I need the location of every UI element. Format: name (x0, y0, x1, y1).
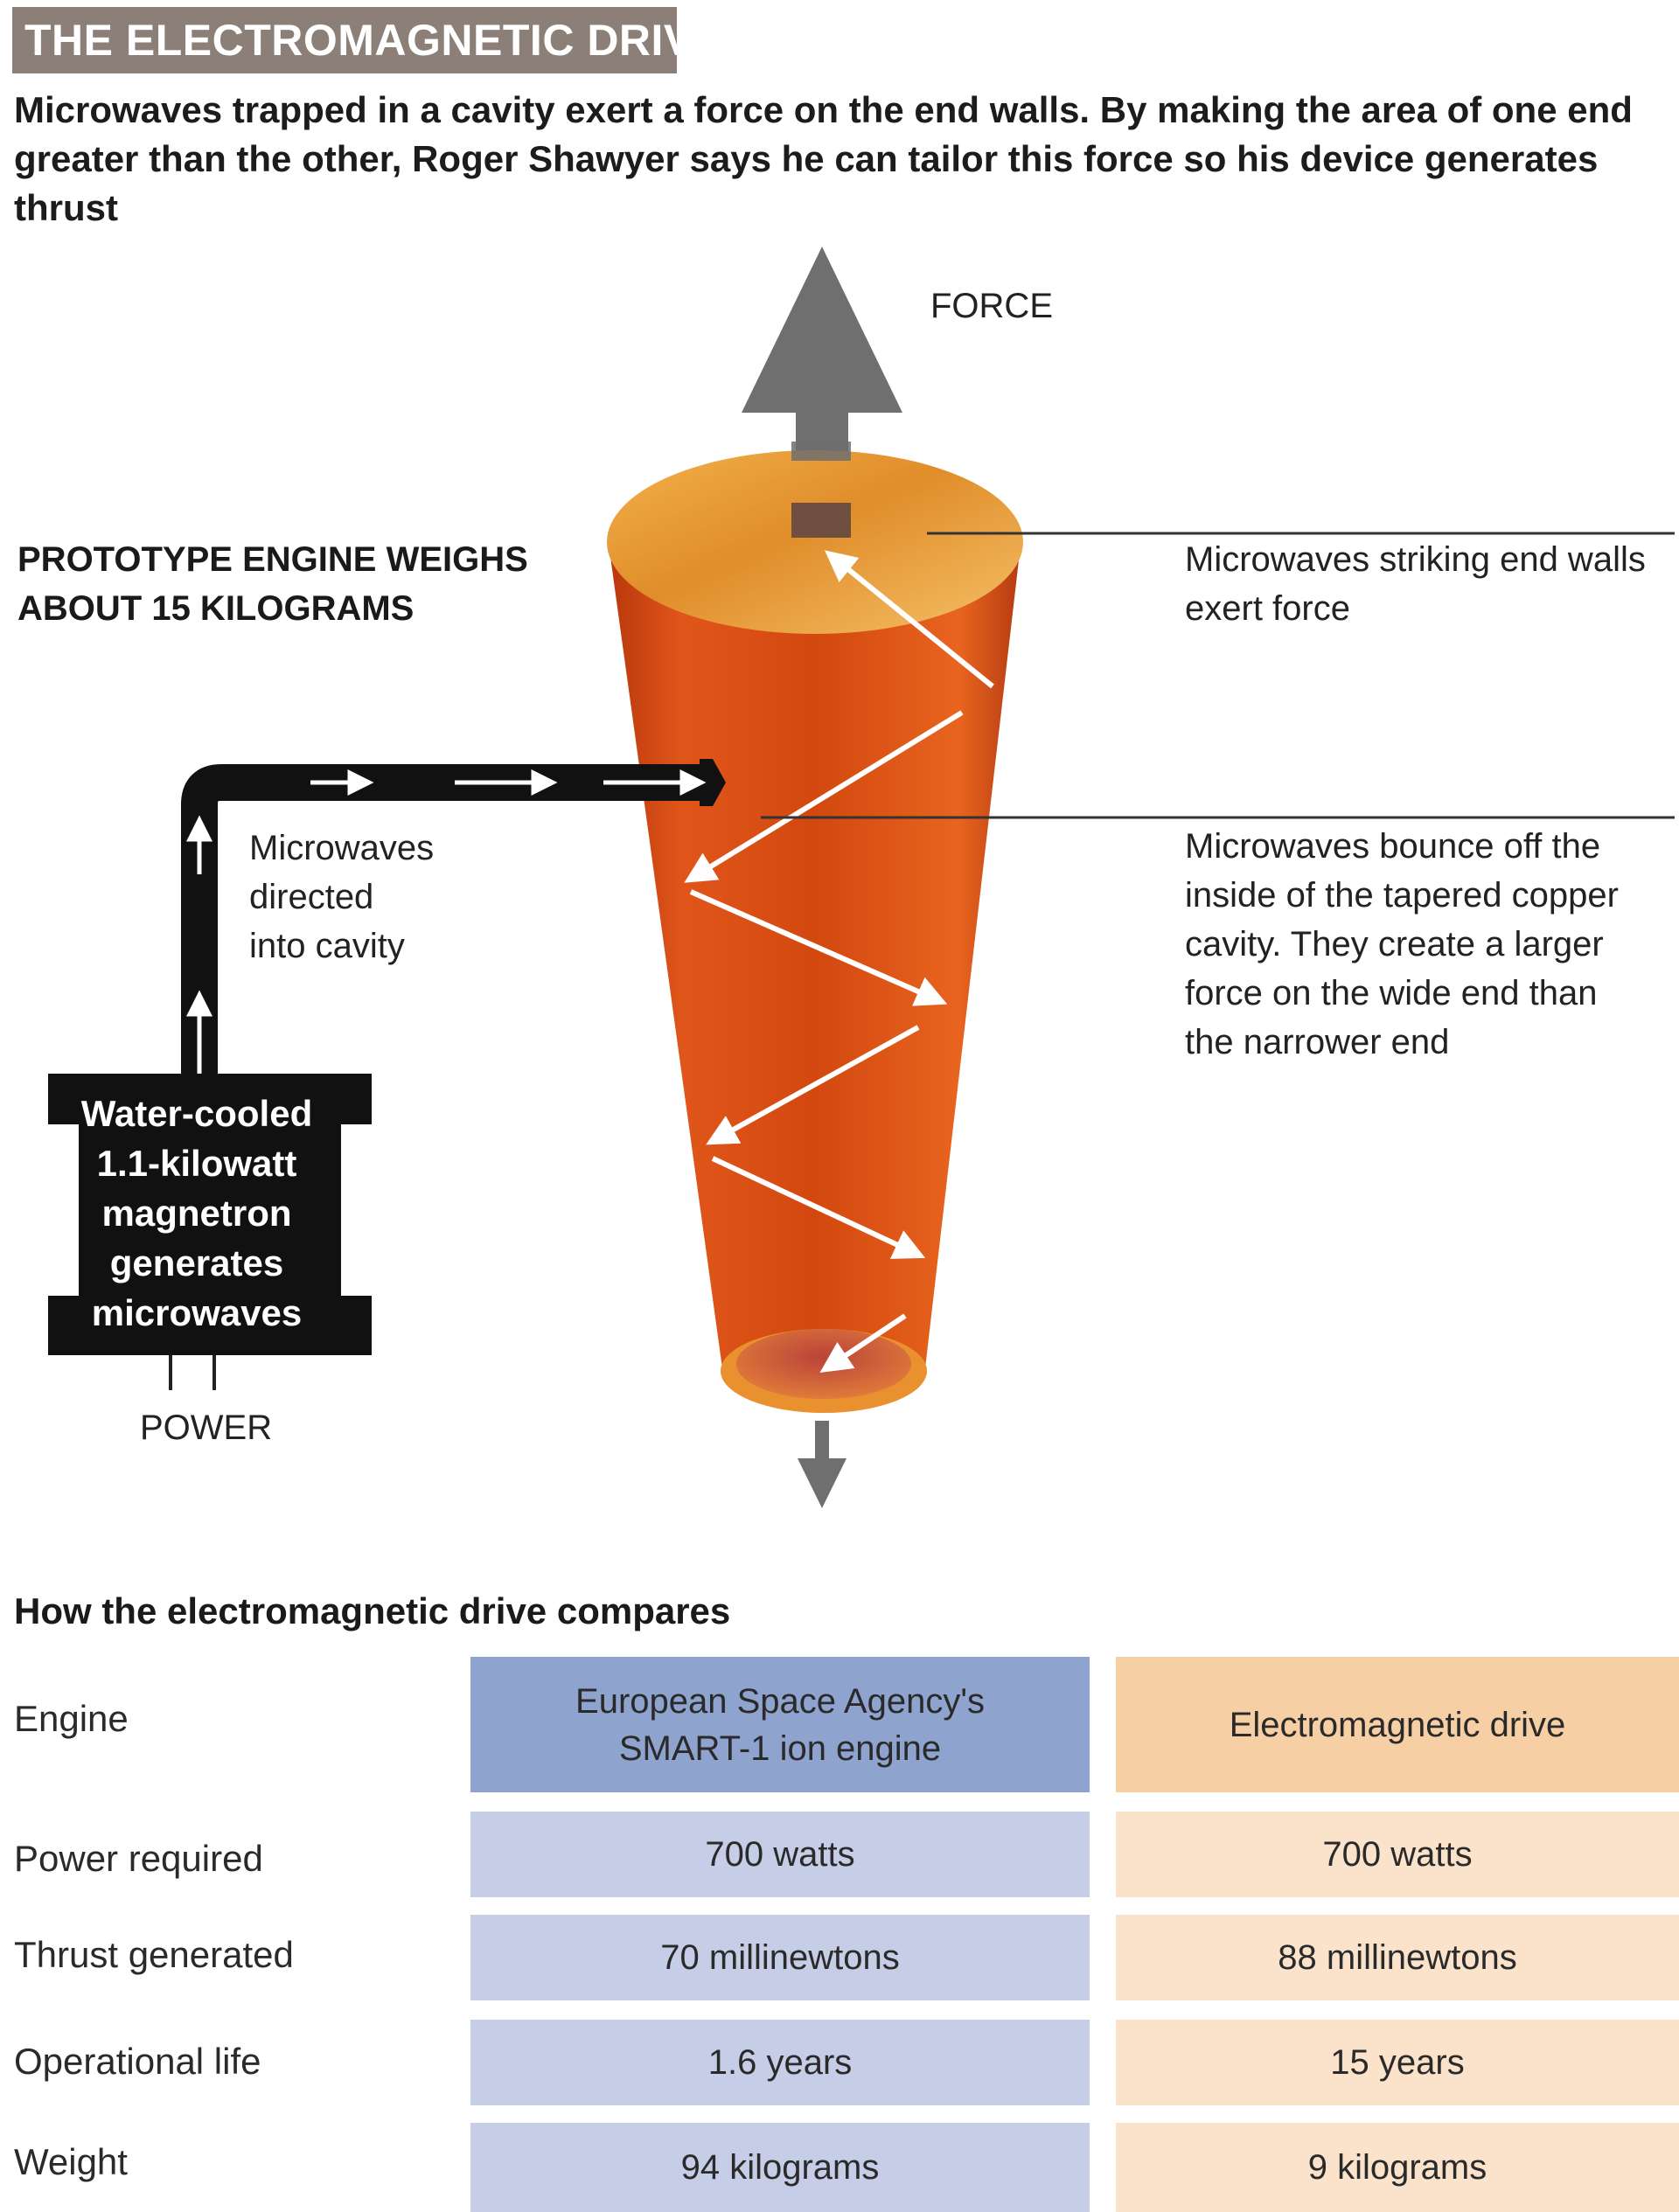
prototype-weight-label-line1: PROTOTYPE ENGINE WEIGHS (17, 540, 528, 579)
bounce-label-line4: force on the wide end than (1185, 974, 1598, 1012)
leader-lines (761, 532, 1675, 819)
power-leads (169, 1355, 216, 1390)
row-label-weight: Weight (14, 2141, 128, 2182)
bounce-label-line1: Microwaves bounce off the (1185, 827, 1601, 866)
col1-header-line2: SMART-1 ion engine (618, 1729, 942, 1768)
cell-life-col1: 1.6 years (470, 2020, 1090, 2105)
comparison-title: How the electromagnetic drive compares (14, 1590, 731, 1631)
end-walls-label-line2: exert force (1185, 589, 1350, 628)
magnetron-label-line1: Water-cooled (80, 1093, 313, 1134)
microwave-bounce-path (684, 550, 994, 1373)
cell-power-col1: 700 watts (470, 1812, 1090, 1897)
row-label-thrust: Thrust generated (14, 1934, 294, 1975)
title-banner (12, 7, 677, 73)
page-title: THE ELECTROMAGNETIC DRIVE (24, 16, 723, 65)
bounce-label-line5: the narrower end (1185, 1023, 1450, 1061)
power-label: POWER (140, 1409, 273, 1447)
col1-header-line1: European Space Agency's (575, 1681, 985, 1721)
magnetron-block (48, 1074, 372, 1355)
magnetron-label-line4: generates (109, 1242, 284, 1283)
magnetron-label-line5: microwaves (91, 1292, 303, 1333)
intro-text: Microwaves trapped in a cavity exert a f… (14, 89, 1633, 228)
directed-label-line3: into cavity (249, 927, 405, 965)
cell-power-col2: 700 watts (1116, 1812, 1679, 1897)
small-force-arrow (798, 1421, 846, 1508)
directed-label-line2: directed (249, 878, 374, 916)
cell-thrust-col2: 88 millinewtons (1116, 1915, 1679, 2000)
copper-cavity (607, 442, 1023, 1413)
cell-weight-col1: 94 kilograms (470, 2123, 1090, 2212)
bounce-label-line3: cavity. They create a larger (1185, 925, 1604, 963)
drive-diagram (48, 247, 1675, 1508)
magnetron-label-line2: 1.1-kilowatt (96, 1143, 297, 1184)
force-label: FORCE (930, 287, 1053, 325)
end-walls-label-line1: Microwaves striking end walls (1185, 540, 1646, 579)
col1-header: European Space Agency's SMART-1 ion engi… (470, 1657, 1090, 1792)
magnetron-label: Water-cooled 1.1-kilowatt magnetron gene… (52, 1089, 341, 1338)
magnetron-label-line3: magnetron (101, 1193, 292, 1234)
cell-life-col2: 15 years (1116, 2020, 1679, 2105)
row-label-power: Power required (14, 1838, 263, 1879)
prototype-weight-label-line2: ABOUT 15 KILOGRAMS (17, 589, 415, 628)
cell-thrust-col1: 70 millinewtons (470, 1915, 1090, 2000)
col2-header: Electromagnetic drive (1116, 1657, 1679, 1792)
waveguide (181, 759, 726, 1084)
engine-header-label: Engine (14, 1698, 129, 1739)
bounce-label-line2: inside of the tapered copper (1185, 876, 1619, 915)
directed-label-line1: Microwaves (249, 829, 435, 867)
row-label-life: Operational life (14, 2041, 261, 2082)
cell-weight-col2: 9 kilograms (1116, 2123, 1679, 2212)
